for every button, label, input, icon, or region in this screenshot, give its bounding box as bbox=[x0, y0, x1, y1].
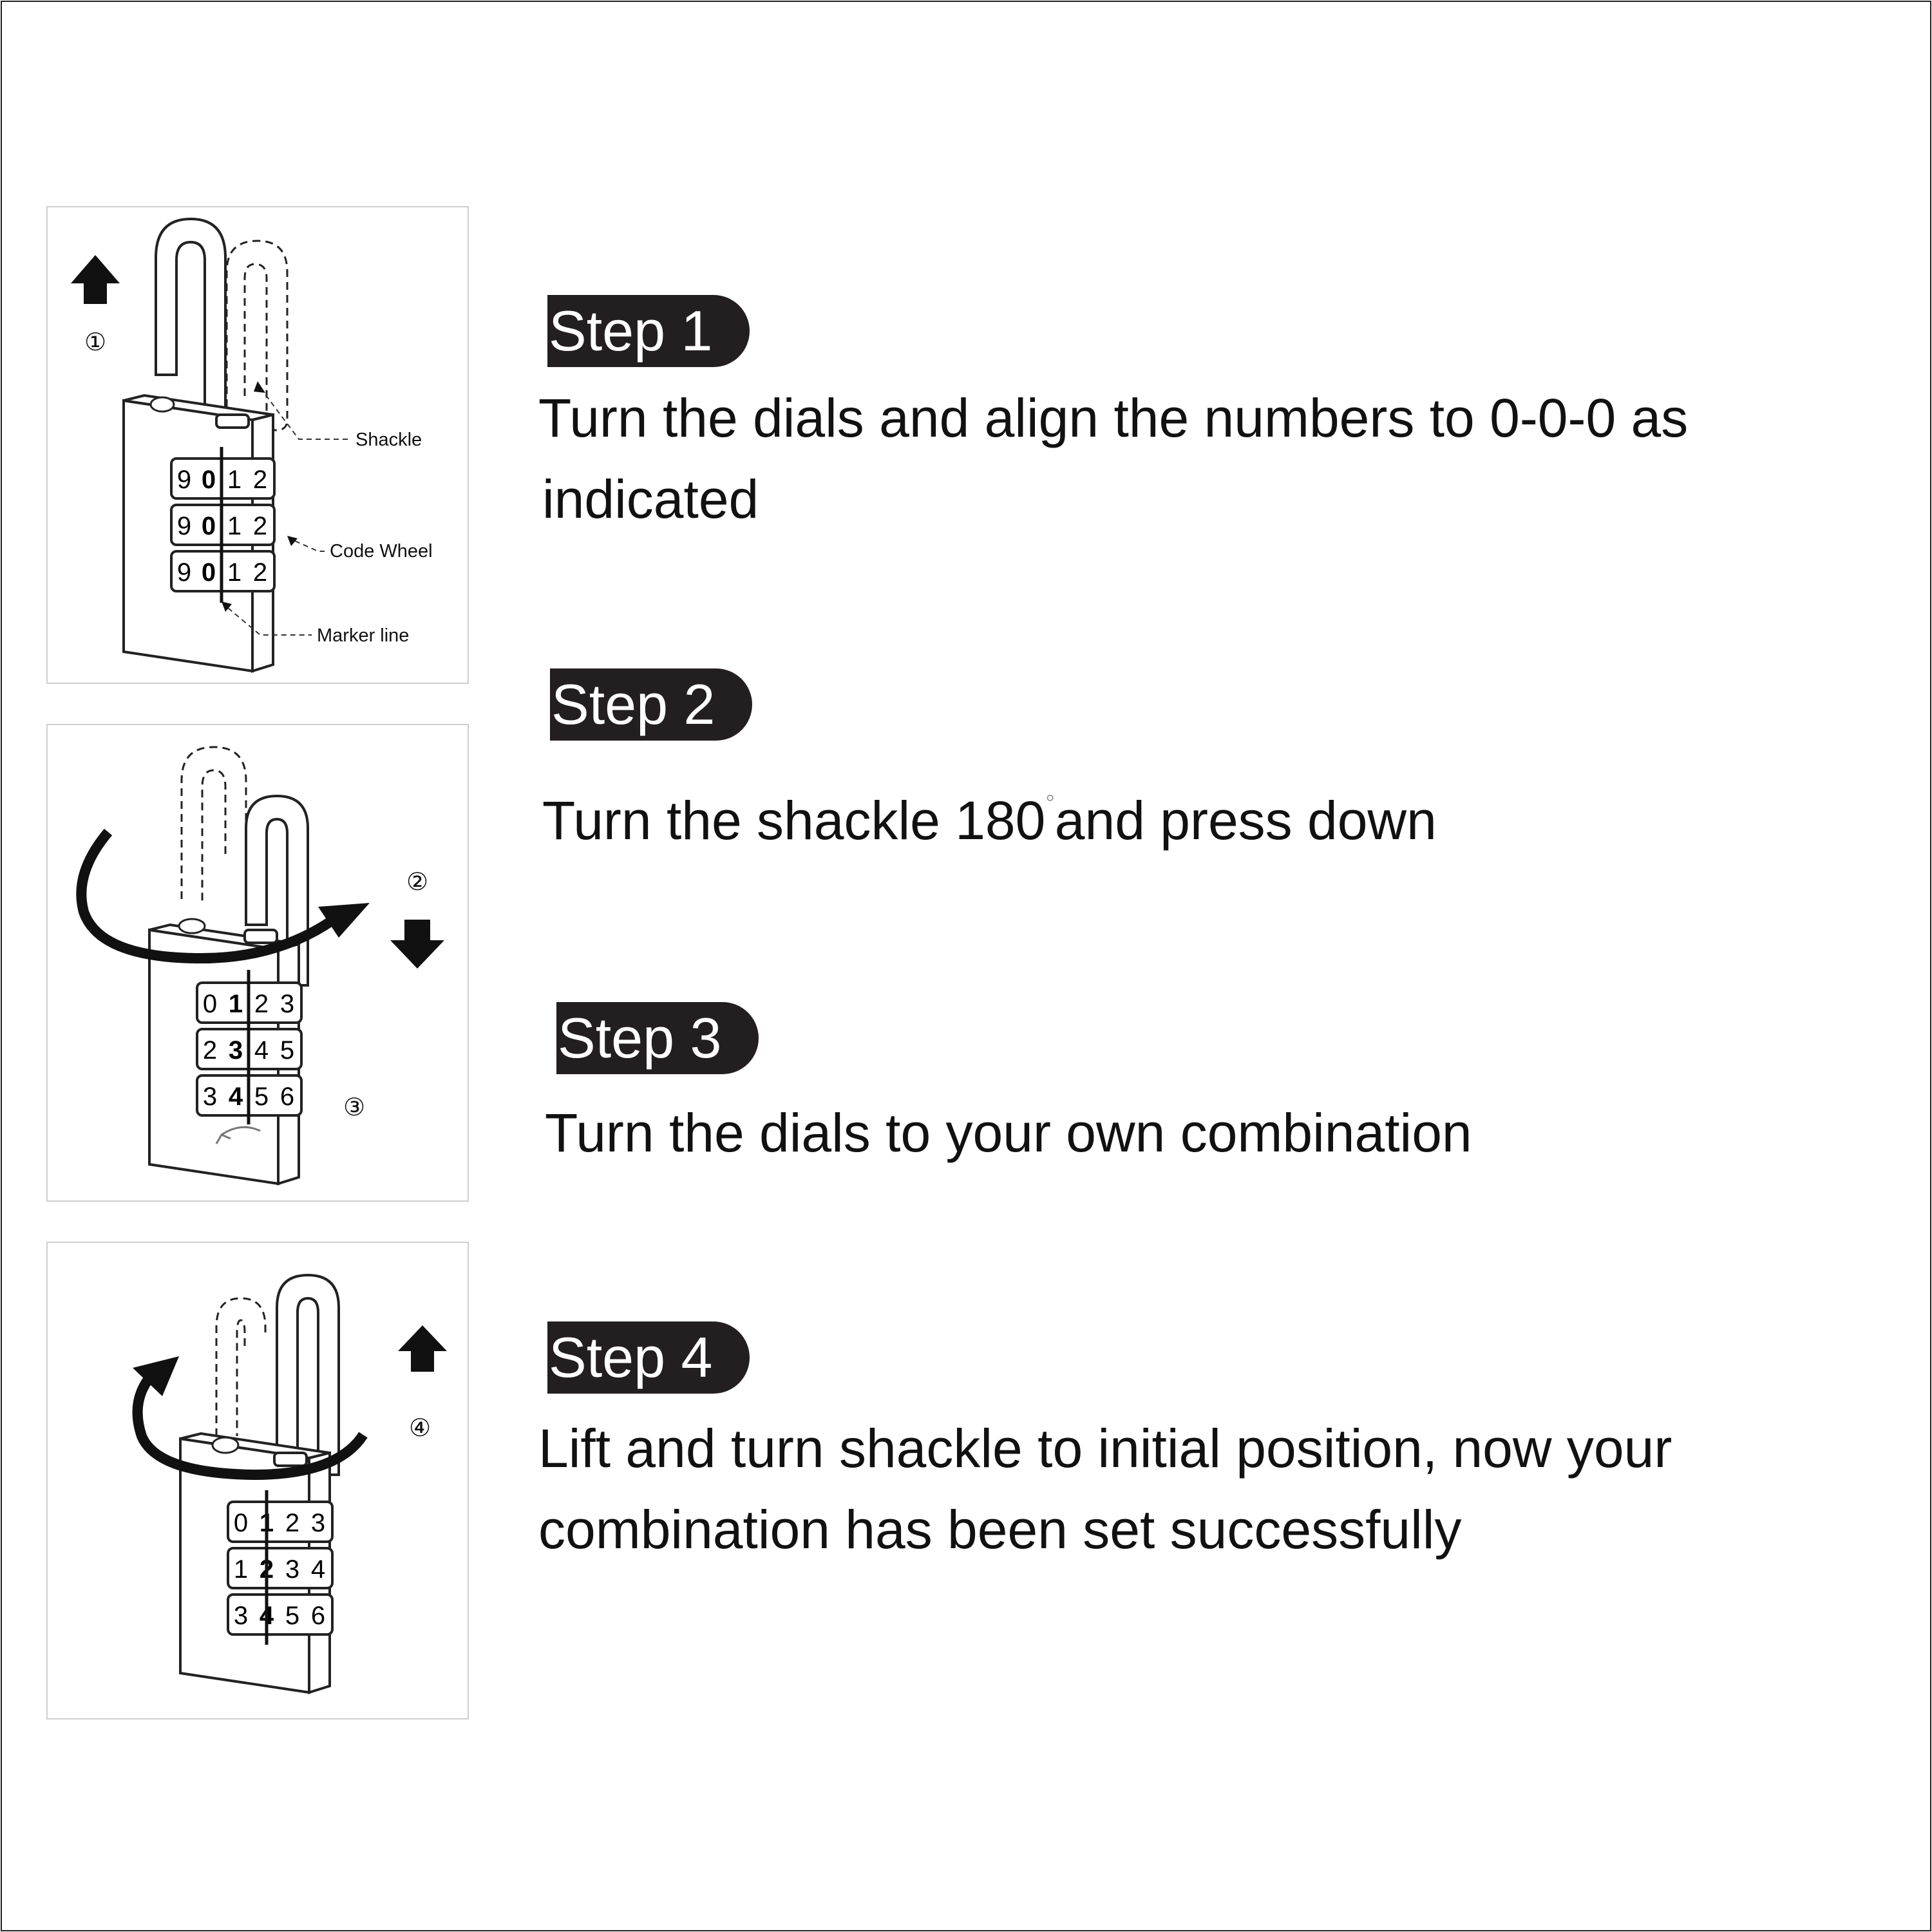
shackle-outline-dashed bbox=[225, 240, 289, 431]
rotation-arrow-head-icon bbox=[133, 1356, 179, 1396]
shackle-outline-dashed bbox=[180, 746, 247, 905]
marker-line-callout-line bbox=[227, 607, 312, 636]
marker-2: ② bbox=[406, 869, 428, 896]
wheel-3-digit-1: 3 bbox=[203, 1083, 217, 1111]
wheel-3-digit-2: 4 bbox=[229, 1083, 243, 1111]
wheel-2-digit-2: 3 bbox=[229, 1036, 243, 1065]
degree-symbol: ° bbox=[1045, 790, 1055, 816]
code-wheel-callout-arrow bbox=[287, 536, 298, 546]
code-wheel-3: 3 4 5 6 bbox=[227, 1593, 334, 1636]
wheel-1-digit-4: 3 bbox=[280, 990, 294, 1018]
shackle-hole bbox=[178, 918, 206, 934]
shackle-collar bbox=[273, 1452, 308, 1467]
padlock-diagram-step-4: ④ 0 1 2 3 1 2 3 4 3 4 5 6 bbox=[132, 1273, 447, 1694]
step-1-text-line-2: indicated bbox=[542, 469, 759, 529]
code-wheel-1: 0 1 2 3 bbox=[227, 1501, 334, 1543]
step-3-text: Turn the dials to your own combination bbox=[545, 1103, 1472, 1163]
wheel-1-digit-1: 0 bbox=[234, 1509, 248, 1537]
wheel-1-digit-4: 2 bbox=[253, 466, 267, 494]
shackle bbox=[155, 217, 227, 422]
wheel-2-digit-1: 9 bbox=[177, 512, 191, 540]
wheel-2-digit-3: 4 bbox=[254, 1036, 269, 1065]
step-1-illustration: ① 9 0 1 2 9 0 1 2 9 0 1 2 bbox=[46, 206, 469, 684]
small-rotate-arrow-icon bbox=[215, 1126, 261, 1144]
rotation-arrow-path bbox=[76, 828, 342, 964]
code-wheel-label: Code Wheel bbox=[330, 541, 433, 562]
wheel-3-digit-3: 1 bbox=[227, 558, 242, 587]
arrow-down-icon bbox=[390, 920, 444, 969]
step-2-badge: Step 2 bbox=[550, 668, 753, 741]
step-4-illustration: ④ 0 1 2 3 1 2 3 4 3 4 5 6 bbox=[46, 1242, 469, 1719]
wheel-2-digit-4: 4 bbox=[311, 1555, 325, 1584]
wheel-3-digit-3: 5 bbox=[285, 1602, 299, 1630]
shackle-collar bbox=[243, 929, 278, 944]
wheel-3-digit-4: 2 bbox=[253, 558, 267, 587]
padlock-diagram-step-1: ① 9 0 1 2 9 0 1 2 9 0 1 2 bbox=[71, 217, 433, 673]
wheel-1-digit-3: 1 bbox=[227, 466, 242, 494]
step-4-text-line-1: Lift and turn shackle to initial positio… bbox=[538, 1418, 1672, 1479]
step-2-text: Turn the shackle 180°and press down bbox=[542, 762, 1437, 861]
wheel-2-digit-3: 3 bbox=[285, 1555, 299, 1584]
shackle bbox=[276, 1273, 340, 1476]
wheel-3-digit-1: 9 bbox=[177, 558, 191, 587]
shackle-callout-arrow bbox=[254, 381, 265, 393]
arrow-up-icon bbox=[71, 255, 120, 304]
wheel-2-digit-2: 0 bbox=[202, 512, 216, 540]
shackle-label: Shackle bbox=[355, 430, 422, 450]
code-wheel-2: 9 0 1 2 bbox=[170, 504, 276, 546]
step-4-text-line-2: combination has been set successfully bbox=[538, 1499, 1462, 1560]
wheel-2-digit-4: 2 bbox=[253, 512, 267, 540]
wheel-1-digit-2: 1 bbox=[229, 990, 243, 1018]
wheel-3-digit-1: 3 bbox=[234, 1602, 248, 1630]
wheel-1-digit-1: 9 bbox=[177, 466, 191, 494]
step-3-badge: Step 3 bbox=[556, 1002, 759, 1074]
wheel-2-digit-1: 1 bbox=[234, 1555, 248, 1584]
wheel-1-digit-3: 2 bbox=[254, 990, 269, 1018]
wheel-1-digit-4: 3 bbox=[311, 1509, 325, 1537]
step-2-text-part-1: Turn the shackle 180 bbox=[542, 790, 1046, 851]
code-wheel-callout-line bbox=[294, 540, 325, 552]
wheel-2-digit-1: 2 bbox=[203, 1036, 217, 1065]
shackle-outline-dashed bbox=[215, 1297, 267, 1436]
step-1-badge: Step 1 bbox=[547, 295, 750, 367]
shackle-hole bbox=[211, 1436, 240, 1454]
code-wheel-2: 1 2 3 4 bbox=[227, 1547, 334, 1589]
marker-line-callout-arrow bbox=[222, 601, 232, 612]
marker-3: ③ bbox=[343, 1094, 365, 1121]
wheel-3-digit-4: 6 bbox=[311, 1602, 325, 1630]
shackle-callout-line bbox=[260, 387, 350, 440]
wheel-1-digit-3: 2 bbox=[285, 1509, 299, 1537]
wheel-1-digit-1: 0 bbox=[203, 990, 217, 1018]
step-1-text-line-1: Turn the dials and align the numbers to … bbox=[538, 388, 1689, 448]
shackle-hole bbox=[149, 396, 175, 413]
marker-line-label: Marker line bbox=[317, 625, 409, 646]
arrow-up-icon bbox=[398, 1325, 447, 1372]
step-2-text-part-2: and press down bbox=[1054, 790, 1437, 851]
wheel-2-digit-4: 5 bbox=[280, 1036, 294, 1065]
shackle-collar bbox=[215, 413, 250, 429]
marker-4: ④ bbox=[409, 1415, 431, 1442]
wheel-2-digit-3: 1 bbox=[227, 512, 242, 540]
step-4-badge: Step 4 bbox=[547, 1321, 750, 1394]
rotation-arrow-path bbox=[132, 1367, 368, 1481]
step-2-illustration: ② 0 1 2 3 2 3 4 5 3 4 5 6 ③ bbox=[46, 724, 469, 1202]
wheel-3-digit-4: 6 bbox=[280, 1083, 294, 1111]
rotation-arrow-head-icon bbox=[318, 903, 370, 938]
marker-1: ① bbox=[84, 329, 106, 356]
padlock-diagram-step-2: ② 0 1 2 3 2 3 4 5 3 4 5 6 ③ bbox=[76, 746, 444, 1186]
wheel-3-digit-2: 0 bbox=[202, 558, 216, 587]
wheel-3-digit-3: 5 bbox=[254, 1083, 269, 1111]
wheel-1-digit-2: 0 bbox=[202, 466, 216, 494]
